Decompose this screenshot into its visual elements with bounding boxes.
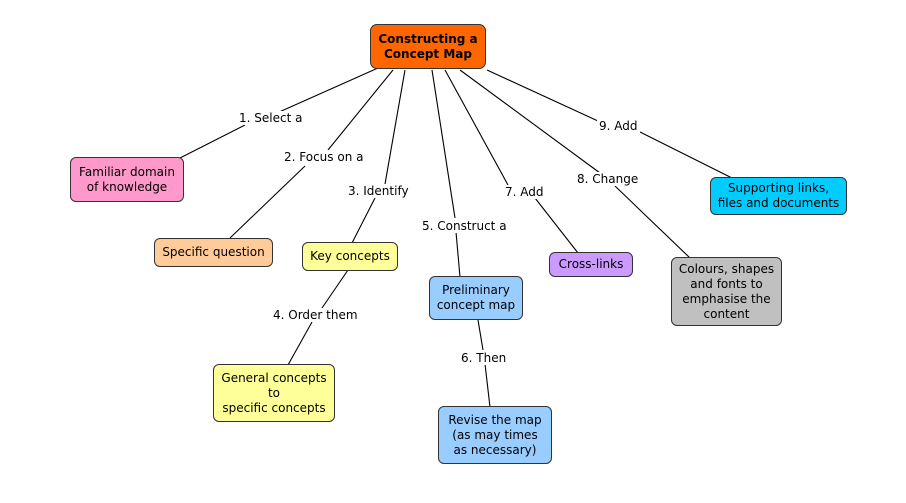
node-general-to-specific[interactable]: General concepts to specific concepts: [213, 364, 335, 422]
edge-label-add-support: 9. Add: [597, 119, 640, 133]
node-cross-links[interactable]: Cross-links: [549, 252, 633, 277]
edge-label-change: 8. Change: [575, 172, 641, 186]
link-root-to-add-support-label: [486, 69, 599, 122]
link-change-label-to-colours: [614, 185, 691, 259]
connector-lines: [179, 67, 733, 408]
link-key-to-order-label: [321, 269, 349, 309]
edge-label-select: 1. Select a: [237, 111, 305, 125]
link-identify-label-to-key: [351, 197, 376, 244]
edge-label-add-cross: 7. Add: [503, 185, 546, 199]
link-root-to-construct-label: [431, 69, 456, 219]
link-root-to-focus-label: [327, 69, 394, 151]
link-add-support-label-to-support: [639, 131, 733, 179]
node-preliminary-map[interactable]: Preliminary concept map: [429, 276, 523, 320]
link-order-label-to-general: [287, 321, 313, 366]
link-root-to-add-cross-label: [444, 69, 509, 186]
link-root-to-identify-label: [384, 69, 406, 185]
node-specific-question[interactable]: Specific question: [154, 238, 273, 267]
node-revise-map[interactable]: Revise the map (as may times as necessar…: [438, 406, 552, 464]
edge-label-construct: 5. Construct a: [420, 219, 509, 233]
edge-label-then: 6. Then: [459, 351, 509, 365]
link-construct-label-to-prelim: [455, 231, 461, 278]
node-key-concepts[interactable]: Key concepts: [302, 242, 398, 271]
link-select-label-to-familiar: [179, 124, 246, 159]
link-then-label-to-revise: [484, 363, 491, 408]
edge-label-focus: 2. Focus on a: [282, 150, 366, 164]
edge-label-order: 4. Order them: [271, 308, 360, 322]
link-focus-label-to-question: [229, 165, 306, 239]
node-colours-shapes-fonts[interactable]: Colours, shapes and fonts to emphasise t…: [671, 257, 782, 326]
link-prelim-to-then-label: [477, 319, 484, 351]
link-add-cross-label-to-cross: [534, 197, 579, 254]
node-supporting-links[interactable]: Supporting links, files and documents: [710, 177, 847, 215]
link-root-to-select-label: [267, 67, 379, 118]
root-node[interactable]: Constructing a Concept Map: [370, 24, 486, 69]
edge-label-identify: 3. Identify: [346, 184, 411, 198]
node-familiar-domain[interactable]: Familiar domain of knowledge: [70, 157, 184, 202]
link-root-to-change-label: [459, 69, 601, 174]
